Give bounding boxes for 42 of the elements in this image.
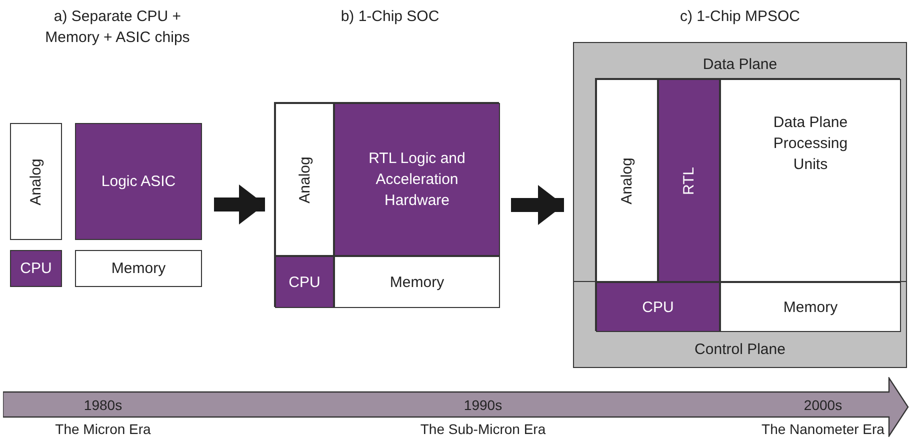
block-label: Memory	[782, 298, 839, 318]
logic-block	[75, 123, 202, 240]
rtl-block	[658, 79, 720, 282]
analog-block	[275, 103, 334, 256]
era-label: The Nanometer Era	[762, 422, 884, 436]
block-label: CPU	[641, 298, 675, 318]
analog-block	[10, 123, 62, 240]
cpu-block	[10, 250, 62, 287]
logic-block	[334, 103, 500, 256]
memory-block	[720, 282, 901, 332]
decade-label: 2000s	[804, 398, 842, 412]
block-label: Memory	[110, 259, 167, 279]
cpu-block	[596, 282, 720, 332]
block-arrow	[511, 185, 564, 225]
panel-heading: a) Separate CPU + Memory + ASIC chips	[44, 7, 191, 48]
plane-label: Data Plane	[702, 57, 778, 72]
decade-label: 1990s	[464, 398, 502, 412]
block-arrow	[214, 184, 265, 224]
chip-core-outline	[595, 78, 900, 331]
cpu-block	[275, 256, 334, 308]
block-label: Logic ASIC	[100, 172, 177, 192]
block-label: Analog	[297, 156, 312, 203]
chip-outline	[274, 102, 499, 307]
block-label: RTL Logic and Acceleration Hardware	[368, 149, 466, 211]
analog-block	[596, 79, 658, 282]
era-label: The Sub-Micron Era	[420, 422, 546, 436]
block-label: Memory	[388, 272, 446, 292]
processing-units-block	[720, 79, 901, 282]
decade-label: 1980s	[84, 398, 122, 412]
block-label: Analog	[28, 158, 44, 205]
panel-heading: b) 1-Chip SOC	[340, 7, 440, 27]
block-label: RTL	[682, 166, 696, 195]
block-label: CPU	[19, 259, 53, 279]
panel-heading: c) 1-Chip MPSOC	[678, 7, 802, 27]
memory-block	[75, 250, 202, 287]
block-label: Analog	[620, 157, 634, 204]
block-label: CPU	[288, 272, 322, 292]
block-label: Data Plane Processing Units	[772, 113, 849, 175]
chip-panel	[573, 42, 907, 368]
memory-block	[334, 256, 500, 308]
plane-label: Control Plane	[694, 342, 786, 357]
era-label: The Micron Era	[55, 422, 151, 436]
